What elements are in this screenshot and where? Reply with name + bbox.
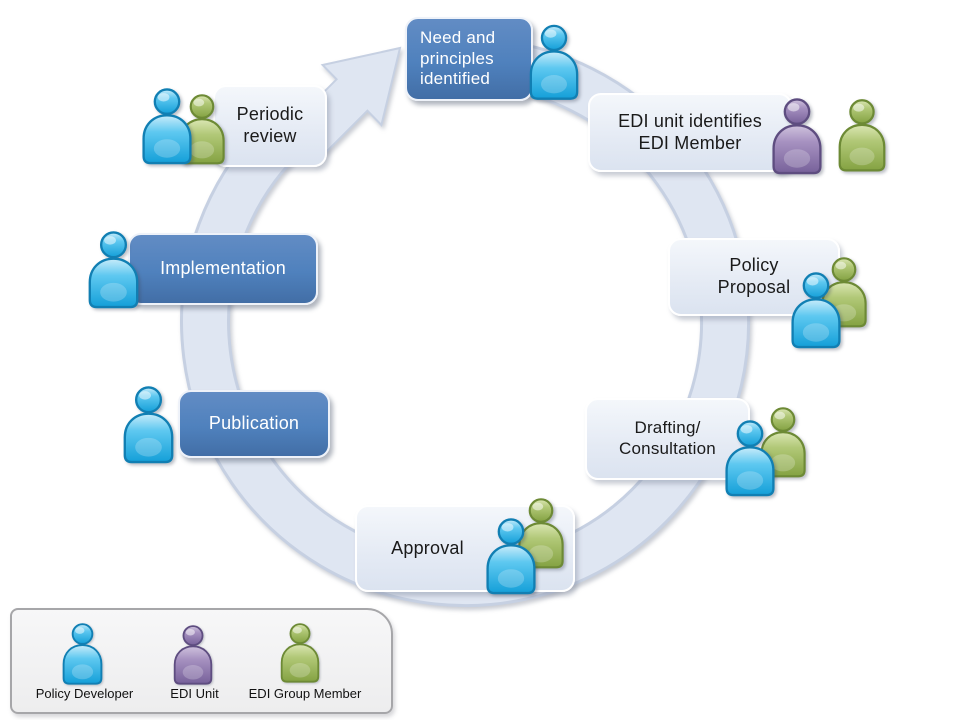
- node-label-line: Consultation: [619, 439, 716, 458]
- policy-developer-icon: [722, 420, 778, 498]
- node-label-line: Periodic: [236, 104, 304, 125]
- node-label-line: Implementation: [160, 258, 286, 279]
- node-label-line: review: [243, 126, 297, 146]
- policy-developer-icon: [139, 88, 195, 166]
- policy-developer-icon: [120, 386, 177, 465]
- node-label-line: identified: [420, 69, 491, 89]
- legend-label-policy-developer: Policy Developer: [35, 686, 134, 701]
- edi-group-member-icon: [836, 98, 888, 174]
- policy-developer-icon: [788, 272, 844, 350]
- policy-developer-icon: [59, 623, 106, 686]
- node-need-principles-identified: Need and principles identified: [405, 17, 533, 101]
- legend: Policy Developer EDI Unit EDI Group Memb…: [10, 608, 393, 714]
- edi-unit-icon: [170, 625, 216, 686]
- legend-label-edi-group-member: EDI Group Member: [248, 686, 362, 701]
- node-drafting-consultation: Drafting/ Consultation: [585, 398, 750, 480]
- edi-group-member-icon: [277, 623, 323, 684]
- node-label-line: EDI unit identifies: [618, 110, 762, 131]
- policy-developer-icon: [483, 518, 539, 596]
- node-periodic-review: Periodic review: [213, 85, 327, 167]
- node-publication: Publication: [178, 390, 330, 458]
- legend-label-edi-unit: EDI Unit: [170, 686, 219, 701]
- node-label-line: Drafting/: [634, 418, 701, 438]
- node-label-line: Approval: [391, 537, 464, 558]
- node-label-line: Publication: [208, 413, 300, 434]
- node-label-line: Proposal: [717, 277, 791, 297]
- node-label-line: Policy: [729, 255, 779, 276]
- policy-developer-icon: [85, 231, 142, 310]
- node-edi-unit-identifies-member: EDI unit identifies EDI Member: [588, 93, 792, 172]
- policy-developer-icon: [527, 23, 581, 103]
- node-label-line: Need and: [420, 27, 496, 47]
- node-implementation: Implementation: [128, 233, 318, 305]
- node-label-line: principles: [420, 48, 494, 68]
- edi-unit-icon: [769, 98, 825, 176]
- node-label-line: EDI Member: [638, 132, 742, 153]
